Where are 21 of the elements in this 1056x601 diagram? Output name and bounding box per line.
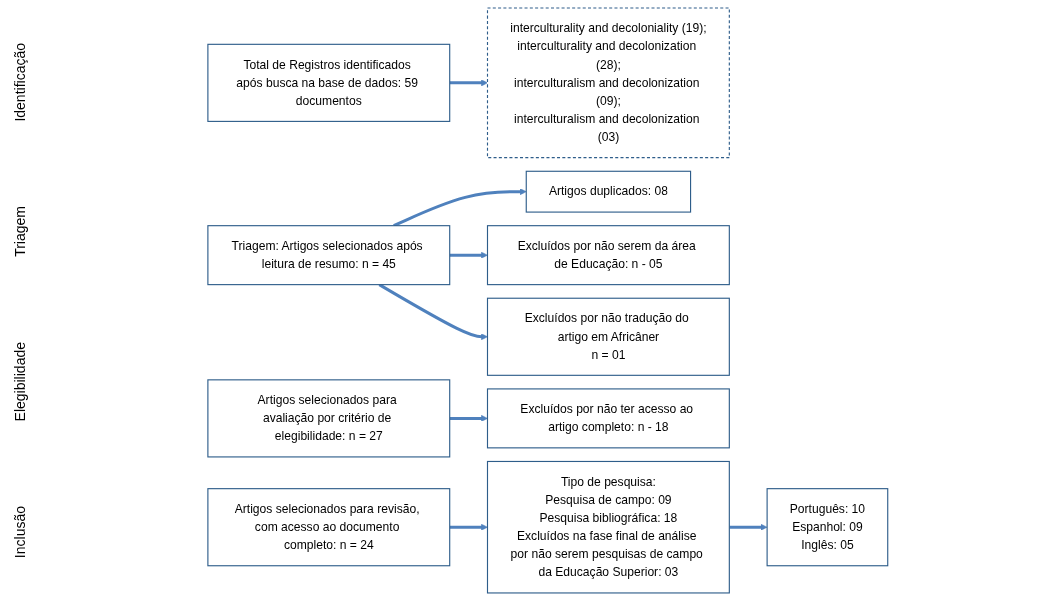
stage-label: Triagem: [12, 206, 28, 257]
arrow: [449, 79, 488, 87]
node-box: Artigos duplicados: 08: [525, 170, 692, 213]
node-box: Total de Registros identificados após busca na base de dados: 59 documentos: [207, 43, 451, 122]
arrow: [449, 523, 488, 531]
arrow: [378, 283, 488, 341]
node-box: Artigos selecionados para revisão, com acesso ao documento completo: n = 24: [207, 488, 451, 567]
node-box: Excluídos por não serem da área de Educação: n - 05: [487, 225, 731, 286]
node-box: Tipo de pesquisa: Pesquisa de campo: 09 Pesquisa bibliográfica: 18 Excluídos na fase final de análise por não serem pesquisas de campo da Educação Superior: 03: [487, 460, 731, 594]
stage-label: Identificação: [12, 42, 28, 122]
arrow: [449, 415, 488, 422]
node-box: Triagem: Artigos selecionados após leitura de resumo: n = 45: [207, 225, 451, 286]
stage-label: Elegibilidade: [12, 341, 28, 422]
node-box: Artigos selecionados para avaliação por critério de elegibilidade: n = 27: [207, 379, 451, 458]
node-box: Excluídos por não ter acesso ao artigo completo: n - 18: [487, 388, 731, 449]
node-box: interculturality and decoloniality (19); interculturality and decolonization (28); interculturalism and decolonization (09); interculturalism and decolonization (03): [487, 7, 731, 159]
node-box: Português: 10 Espanhol: 09 Inglês: 05: [766, 488, 889, 567]
arrow: [729, 523, 768, 531]
arrow: [449, 251, 488, 259]
stage-label: Inclusão: [12, 506, 28, 559]
node-box: Excluídos por não tradução do artigo em Africâner n = 01: [487, 297, 731, 376]
